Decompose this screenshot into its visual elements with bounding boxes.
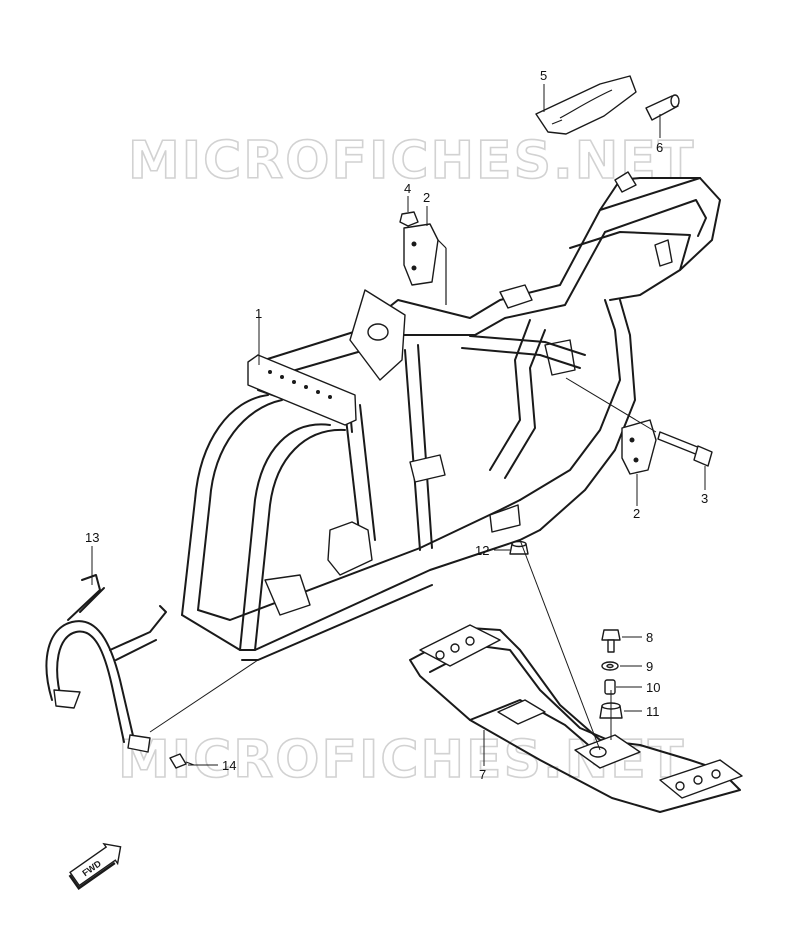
callout-5: 5 (540, 68, 547, 83)
pad-part-5[interactable] (535, 75, 637, 135)
leader-guard-to-frame (149, 659, 259, 733)
pin-part-6[interactable] (645, 94, 680, 121)
callout-8: 8 (646, 630, 653, 645)
washer-part-9[interactable] (601, 661, 619, 671)
callout-11: 11 (646, 704, 660, 719)
callout-6: 6 (656, 140, 663, 155)
bolt-part-14[interactable] (169, 753, 195, 769)
callout-2-lower: 2 (633, 506, 640, 521)
callout-2-upper: 2 (423, 190, 430, 205)
callout-14: 14 (222, 758, 236, 773)
callout-1: 1 (255, 306, 262, 321)
leader-12-to-subframe (519, 539, 601, 751)
callout-9: 9 (646, 659, 653, 674)
callout-3: 3 (701, 491, 708, 506)
guard-part-13[interactable] (45, 574, 167, 753)
callout-4: 4 (404, 181, 411, 196)
bracket-part-2-upper[interactable] (403, 223, 447, 305)
cushion-part-12[interactable] (509, 540, 529, 555)
fwd-direction-badge: FWD (68, 842, 122, 890)
collar-part-10[interactable] (604, 679, 616, 695)
callout-7: 7 (479, 767, 486, 782)
callout-13: 13 (85, 530, 99, 545)
bracket-part-2-lower[interactable] (621, 419, 657, 475)
leader-3-to-frame (565, 377, 657, 433)
nut-part-4[interactable] (399, 211, 419, 227)
watermark-top: MICROFICHES.NET (128, 131, 695, 191)
callout-10: 10 (646, 680, 660, 695)
bolt-part-3[interactable] (657, 431, 713, 467)
subframe-part-7[interactable] (409, 624, 743, 813)
main-frame-part-1[interactable] (181, 171, 721, 661)
bolt-part-8[interactable] (601, 629, 621, 653)
callout-12: 12 (475, 543, 489, 558)
